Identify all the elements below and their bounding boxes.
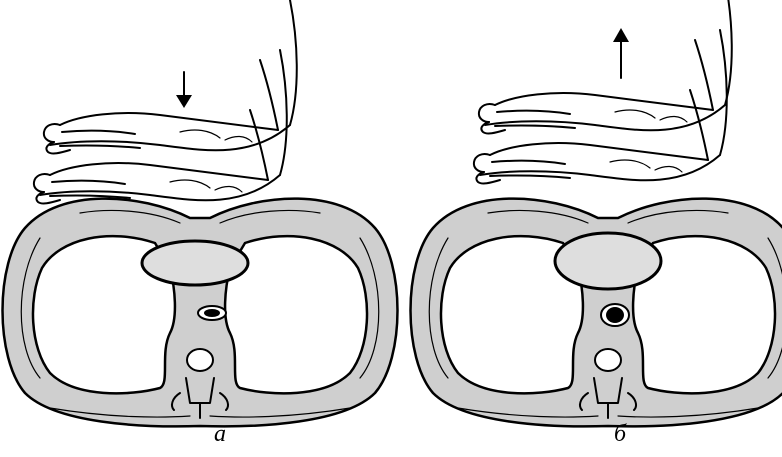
panel-b-arrow: [613, 28, 629, 78]
panel-b-label: б: [600, 421, 640, 448]
panel-a-diagram: [3, 0, 398, 426]
panel-a-heart: [142, 241, 248, 285]
panel-a-hands: [34, 0, 297, 203]
panel-b-heart: [555, 233, 661, 289]
panel-b-thorax: [411, 199, 782, 427]
panel-a-thorax: [3, 199, 398, 427]
panel-b-diagram: [411, 0, 782, 426]
panel-b-hands: [474, 0, 732, 183]
panel-a-arrow: [176, 72, 192, 108]
panel-a-label: а: [200, 421, 240, 448]
